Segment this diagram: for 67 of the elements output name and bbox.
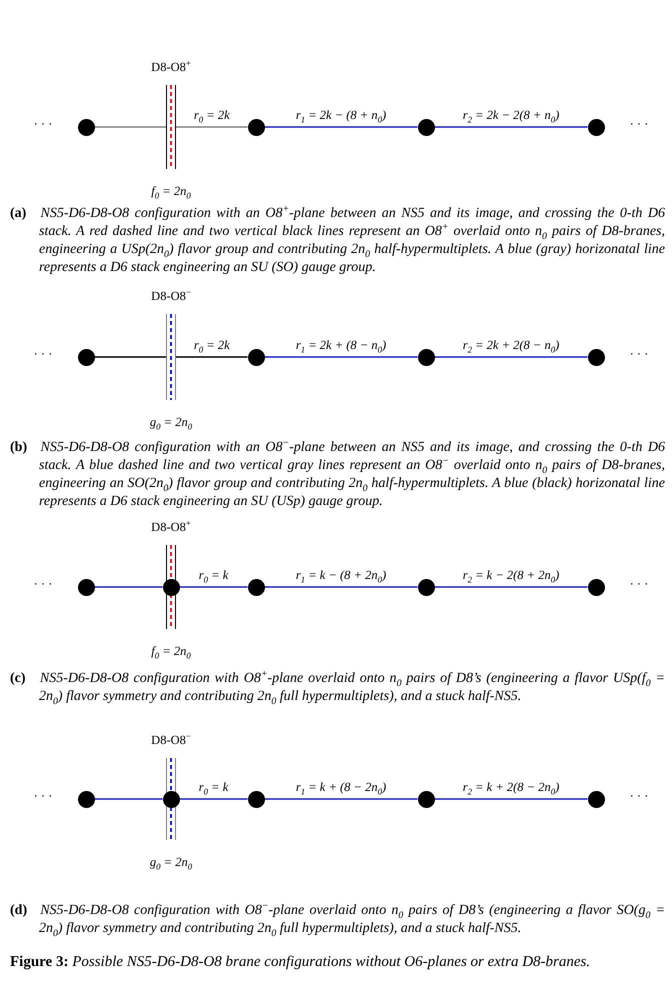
- brane-line: [94, 356, 166, 358]
- brane-dot: [78, 790, 94, 808]
- edge-label: r$_{0}$ = k: [198, 568, 228, 582]
- brane-dot: [418, 348, 434, 366]
- flavor-rank-label: f$_{0}$ = 2n$_{0}$: [151, 644, 191, 658]
- flavor-rank-label: g$_{0}$ = 2n$_{0}$: [150, 415, 192, 429]
- flavor-rank-label: g$_{0}$ = 2n$_{0}$: [150, 855, 192, 869]
- brane-dot: [248, 348, 264, 366]
- edge-label: r$_{1}$ = 2k + (8 − n$_{0}$): [296, 338, 386, 352]
- brane-line: [434, 798, 588, 800]
- brane-line: [176, 356, 248, 358]
- ellipsis: · · ·: [630, 347, 648, 361]
- panel-caption: (d) NS5-D6-D8-O8 configuration with O8$^{−}$-plane overlaid onto n$_{0}$ pairs of D8’s (engineering a flavor SO(g$_{0}$ = 2n$_{0}$) flavor symmetry and contributing 2n$_{0}$ full hypermultiplets), and a stuck half-NS5.: [10, 902, 665, 938]
- brane-dot: [162, 790, 180, 808]
- edge-label: r$_{2}$ = k + 2(8 − 2n$_{0}$): [462, 780, 560, 794]
- edge-label: r$_{1}$ = 2k − (8 + n$_{0}$): [296, 108, 386, 122]
- panel-caption: (a) NS5-D6-D8-O8 configuration with an O8$^{+}$-plane between an NS5 and its image, and crossing the 0-th D6 stack. A red dashed line and two vertical black lines represent an O8$^{+}$ overlaid onto n$_{0}$ pairs of D8-branes, engineering a USp(2n$_{0}$) flavor group and contributing 2n$_{0}$ half-hypermultiplets. A blue (gray) horizonatal line represents a D6 stack engineering an SU (SO) gauge group.: [10, 205, 665, 277]
- brane-line: [434, 586, 588, 588]
- ellipsis: · · ·: [34, 347, 52, 361]
- ellipsis: · · ·: [630, 117, 648, 131]
- ellipsis: · · ·: [630, 789, 648, 803]
- brane-dot: [248, 118, 264, 136]
- edge-label: r$_{0}$ = 2k: [194, 338, 230, 352]
- brane-dot: [248, 790, 264, 808]
- brane-dot: [588, 790, 604, 808]
- brane-line: [434, 356, 588, 358]
- brane-line: [264, 586, 418, 588]
- plane-label: D8-O8$^{−}$: [151, 289, 191, 303]
- ellipsis: · · ·: [34, 789, 52, 803]
- brane-line: [264, 798, 418, 800]
- panel-caption: (c) NS5-D6-D8-O8 configuration with O8$^{+}$-plane overlaid onto n$_{0}$ pairs of D8’s (engineering a flavor USp(f$_{0}$ = 2n$_{0}$) flavor symmetry and contributing 2n$_{0}$ full hypermultiplets), and a stuck half-NS5.: [10, 670, 665, 706]
- brane-dot: [418, 578, 434, 596]
- plane-label: D8-O8$^{+}$: [151, 60, 191, 74]
- ellipsis: · · ·: [34, 577, 52, 591]
- edge-label: r$_{2}$ = k − 2(8 + 2n$_{0}$): [462, 568, 560, 582]
- flavor-rank-label: f$_{0}$ = 2n$_{0}$: [151, 184, 191, 198]
- brane-line: [94, 798, 162, 800]
- figure-caption: Figure 3: Possible NS5-D6-D8-O8 brane configurations without O6-planes or extra D8-branes.: [10, 953, 592, 971]
- plane-label: D8-O8$^{−}$: [151, 733, 191, 747]
- brane-line: [180, 586, 248, 588]
- ellipsis: · · ·: [630, 577, 648, 591]
- brane-line: [264, 356, 418, 358]
- edge-label: r$_{1}$ = k − (8 + 2n$_{0}$): [296, 568, 386, 582]
- brane-dot: [588, 348, 604, 366]
- edge-label: r$_{0}$ = k: [198, 780, 228, 794]
- brane-line: [264, 126, 418, 128]
- plane-label: D8-O8$^{+}$: [151, 520, 191, 534]
- brane-dot: [588, 118, 604, 136]
- edge-label: r$_{1}$ = k + (8 − 2n$_{0}$): [296, 780, 386, 794]
- brane-dot: [248, 578, 264, 596]
- panel-caption: (b) NS5-D6-D8-O8 configuration with an O8$^{−}$-plane between an NS5 and its image, and crossing the 0-th D6 stack. A blue dashed line and two vertical gray lines represent an O8$^{−}$ overlaid onto n$_{0}$ pairs of D8-branes, engineering an SO(2n$_{0}$) flavor group and contributing 2n$_{0}$ half-hypermultiplets. A blue (black) horizonatal line represents a D6 stack engineering an SU (USp) gauge group.: [10, 439, 665, 511]
- ellipsis: · · ·: [34, 117, 52, 131]
- brane-dot: [78, 578, 94, 596]
- brane-dot: [418, 790, 434, 808]
- brane-dot: [162, 578, 180, 596]
- brane-dot: [588, 578, 604, 596]
- brane-line: [176, 126, 248, 128]
- brane-line: [434, 126, 588, 128]
- edge-label: r$_{2}$ = 2k − 2(8 + n$_{0}$): [462, 108, 560, 122]
- brane-dot: [418, 118, 434, 136]
- edge-label: r$_{0}$ = 2k: [194, 108, 230, 122]
- edge-label: r$_{2}$ = 2k + 2(8 − n$_{0}$): [462, 338, 560, 352]
- brane-dot: [78, 118, 94, 136]
- brane-line: [180, 798, 248, 800]
- brane-line: [94, 126, 166, 128]
- brane-line: [94, 586, 162, 588]
- brane-dot: [78, 348, 94, 366]
